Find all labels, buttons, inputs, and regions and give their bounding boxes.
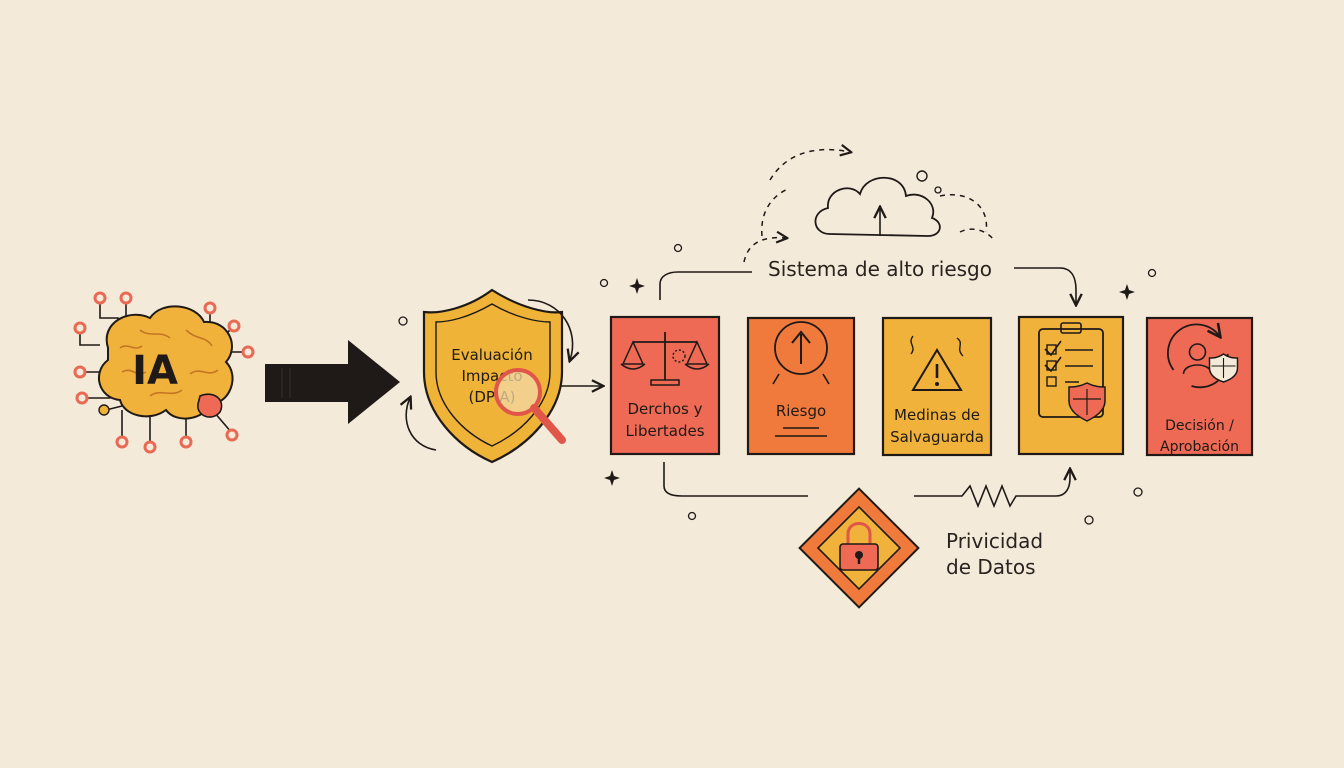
step-box: Riesgo	[746, 316, 856, 456]
step-label-line2: Libertades	[625, 422, 704, 440]
privacy-label-line1: Privicidad	[946, 529, 1043, 553]
user-shield-icon	[1167, 324, 1239, 389]
lines-decoration	[775, 427, 827, 437]
high-risk-system-label: Sistema de alto riesgo	[768, 257, 992, 281]
ai-label: IA	[132, 348, 178, 394]
step-box: Decisión / Aprobación	[1145, 316, 1254, 457]
step-label-line2: Aprobación	[1160, 439, 1239, 455]
dpia-node: Evaluación Impacto (DPIA)	[406, 288, 572, 464]
shield-icon	[422, 288, 564, 464]
privacy-node	[798, 487, 920, 609]
risk-arrow-icon	[772, 321, 830, 385]
warning-icon	[910, 335, 964, 391]
dpia-title: Evaluación	[451, 346, 533, 364]
magnifier-icon	[494, 368, 566, 444]
privacy-label-line2: de Datos	[946, 555, 1036, 579]
step-label-line1: Derchos y	[627, 400, 702, 418]
big-arrow-icon	[265, 340, 400, 424]
sparkle-icons	[604, 278, 1135, 486]
step-box-frame	[1017, 315, 1125, 456]
circuit-nodes	[73, 291, 255, 454]
step-label-line1: Riesgo	[776, 402, 826, 420]
cloud-icon	[814, 176, 941, 237]
checklist-icon	[1038, 322, 1106, 422]
step-box: Medinas de Salvaguarda	[881, 316, 993, 457]
lock-icon	[839, 522, 879, 571]
step-box	[1017, 315, 1125, 456]
brain-icon	[98, 305, 234, 420]
step-box-frame	[881, 316, 993, 457]
ai-brain-node: IA	[73, 291, 255, 454]
step-label-line1: Decisión /	[1165, 418, 1234, 434]
step-box: Derchos y Libertades	[609, 315, 721, 456]
steps-row: Derchos y Libertades Riesgo Medinas de Sal…	[609, 315, 1254, 457]
scales-icon	[620, 332, 710, 386]
step-label-line1: Medinas de	[894, 406, 980, 424]
cloud-node	[814, 170, 942, 237]
decorative-dots	[398, 243, 1157, 525]
step-label-line2: Salvaguarda	[890, 428, 984, 446]
